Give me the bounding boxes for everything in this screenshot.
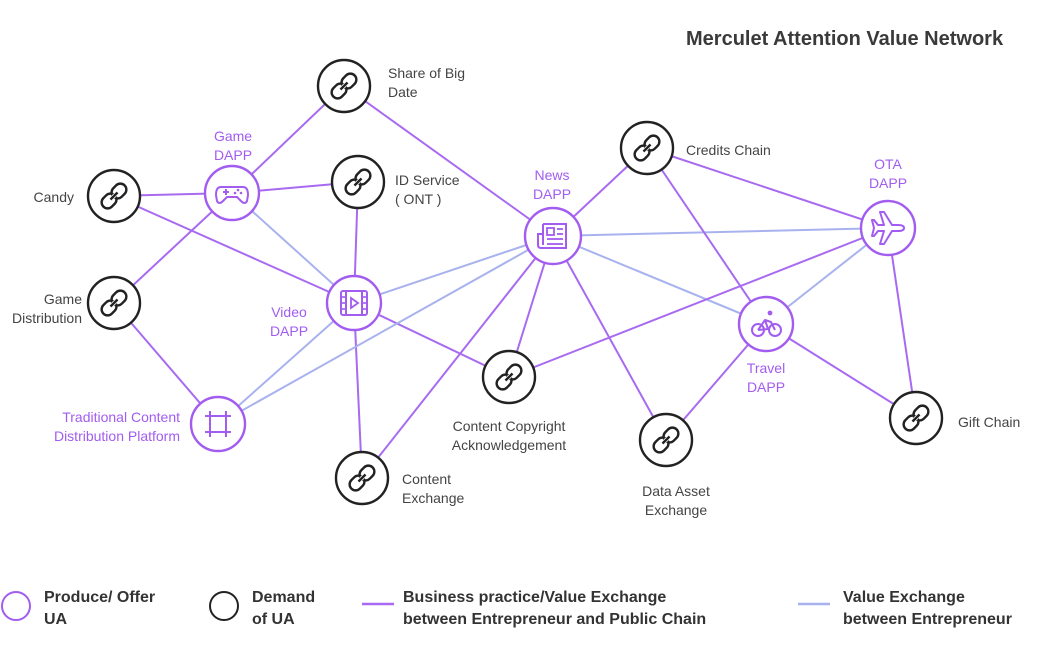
label-candy: Candy — [33, 189, 74, 205]
edge-credits-ota — [646, 147, 889, 229]
label-traditional: Traditional Content Distribution Platfor… — [53, 409, 180, 444]
chain-link-icon — [652, 426, 680, 454]
node-news[interactable] — [523, 206, 583, 266]
chain-link-icon — [902, 404, 930, 432]
label-credits: Credits Chain — [686, 142, 771, 158]
edge-traditional-news — [217, 235, 554, 425]
chain-link-icon — [344, 168, 372, 196]
chain-link-icon — [100, 289, 128, 317]
label-ota: OTA DAPP — [868, 156, 908, 191]
node-candy[interactable] — [86, 168, 142, 224]
node-credits[interactable] — [619, 120, 675, 176]
node-id-service[interactable] — [330, 154, 386, 210]
bicycle-icon — [751, 310, 782, 337]
node-data-asset[interactable] — [638, 412, 694, 468]
label-game-distribution: Game Distribution — [11, 291, 82, 326]
edge-news-ota — [552, 227, 889, 237]
video-icon — [340, 290, 368, 316]
label-gift: Gift Chain — [958, 414, 1021, 430]
node-copyright[interactable] — [481, 349, 537, 405]
gamepad-icon — [214, 186, 250, 204]
edge-credits-travel — [646, 147, 767, 325]
edge-video-content_ex — [353, 302, 363, 479]
node-gift[interactable] — [888, 390, 944, 446]
nodes-layer — [86, 58, 944, 506]
edge-share_big-news — [343, 85, 554, 237]
edge-news-travel — [552, 235, 767, 325]
node-video[interactable] — [325, 274, 383, 332]
chain-link-icon — [348, 464, 376, 492]
chain-link-icon — [330, 72, 358, 100]
label-id-service: ID Service ( ONT ) — [395, 172, 460, 207]
chain-link-icon — [633, 134, 661, 162]
legend-demand-swatch — [209, 591, 239, 621]
label-travel: Travel DAPP — [746, 360, 786, 395]
node-content-ex[interactable] — [334, 450, 390, 506]
legend-graphics — [1, 591, 830, 621]
node-game-dist[interactable] — [86, 275, 142, 331]
node-share-big[interactable] — [316, 58, 372, 114]
node-travel[interactable] — [737, 295, 795, 353]
edge-copyright-ota — [508, 227, 889, 378]
legend-produce-swatch — [1, 591, 31, 621]
label-copyright: Content Copyright Acknowledgement — [451, 418, 567, 453]
edge-travel-gift — [765, 323, 917, 419]
legend-business-label: Business practice/Value Exchange between… — [403, 589, 707, 628]
label-game: Game DAPP — [213, 128, 253, 163]
node-ota[interactable] — [859, 199, 917, 257]
legend-demand-label: Demand of UA — [252, 589, 316, 628]
legend-produce-label: Produce/ Offer UA — [44, 589, 156, 628]
label-content-exchange: Content Exchange — [402, 471, 465, 506]
chain-link-icon — [495, 363, 523, 391]
node-game[interactable] — [203, 164, 261, 222]
diagram-title: Merculet Attention Value Network — [686, 28, 1004, 50]
legend-value-label: Value Exchange between Entrepreneur — [843, 589, 1012, 628]
chain-link-icon — [100, 182, 128, 210]
node-traditional[interactable] — [189, 395, 247, 453]
edge-ota-gift — [887, 227, 917, 419]
label-data-asset: Data Asset Exchange — [642, 483, 710, 518]
grid-icon — [205, 411, 231, 437]
edge-video-news — [353, 235, 554, 304]
edge-video-traditional — [217, 302, 355, 425]
edge-news-content_ex — [361, 235, 554, 479]
label-news: News DAPP — [532, 167, 572, 202]
edge-video-copyright — [353, 302, 510, 378]
label-video: Video DAPP — [269, 304, 309, 339]
label-share-big: Share of Big Date — [388, 65, 466, 100]
airplane-icon — [871, 211, 905, 245]
edge-candy-video — [113, 195, 355, 304]
newspaper-icon — [537, 223, 567, 249]
